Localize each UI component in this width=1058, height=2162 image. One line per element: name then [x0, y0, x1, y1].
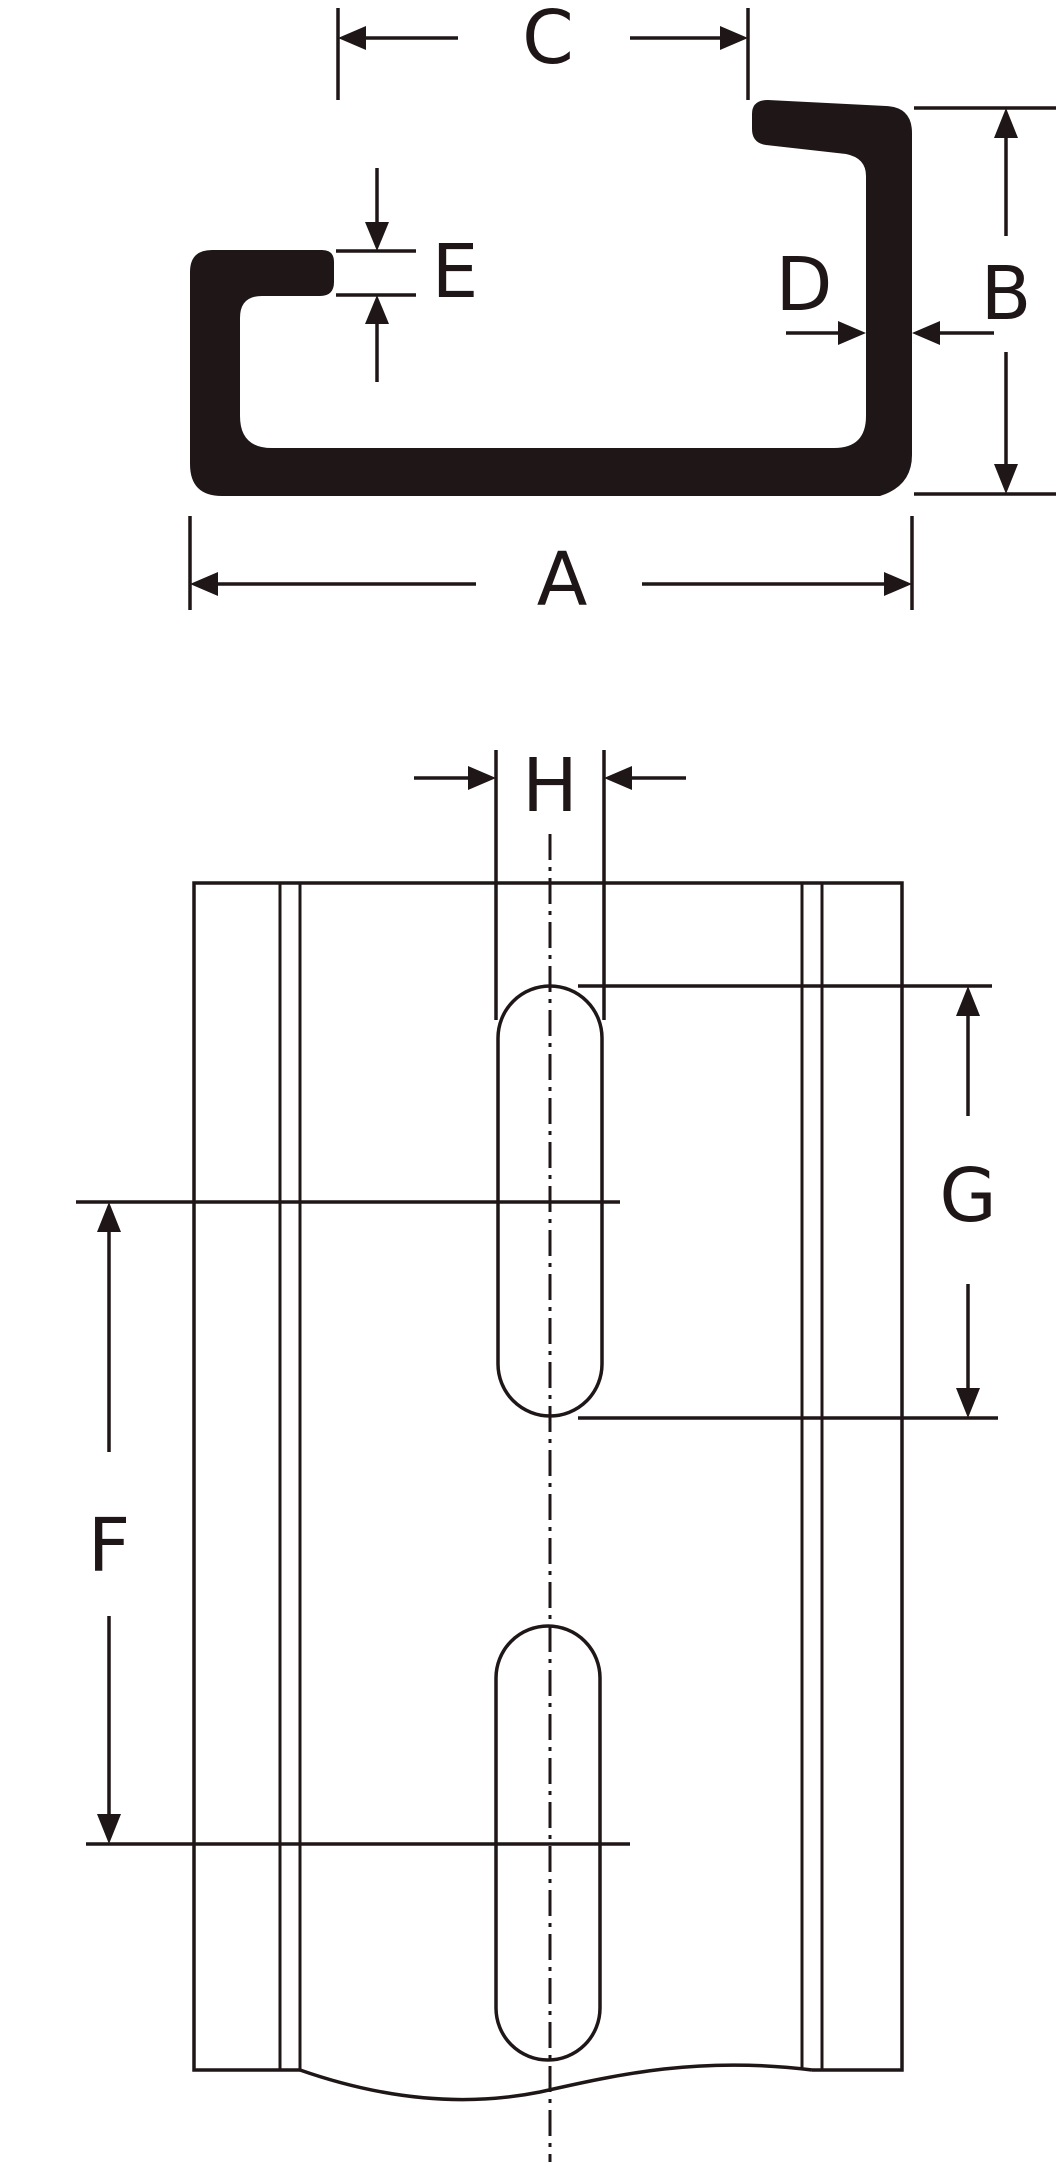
dimension-h: H: [414, 743, 686, 1020]
channel-profile: [190, 100, 912, 496]
channel-cross-section: [190, 100, 912, 496]
label-c: C: [522, 0, 574, 81]
label-h: H: [522, 743, 578, 829]
label-f: F: [88, 1503, 131, 1589]
slot-upper: [496, 984, 604, 1418]
channel-outline: [192, 881, 904, 2072]
dimension-f: F: [76, 1200, 630, 1846]
dimension-g: G: [578, 984, 998, 1420]
dimension-b: B: [914, 106, 1056, 496]
label-b: B: [981, 251, 1032, 337]
dimension-e: E: [336, 168, 478, 382]
label-a: A: [537, 537, 588, 623]
label-g: G: [939, 1153, 996, 1239]
channel-elevation: [192, 834, 904, 2162]
dimension-a: A: [188, 516, 914, 623]
slot-lower: [494, 1624, 602, 2062]
dimension-d: D: [776, 242, 994, 345]
dimension-c: C: [336, 0, 750, 100]
break-line: [299, 2063, 813, 2102]
label-d: D: [776, 242, 833, 328]
label-e: E: [432, 229, 479, 315]
